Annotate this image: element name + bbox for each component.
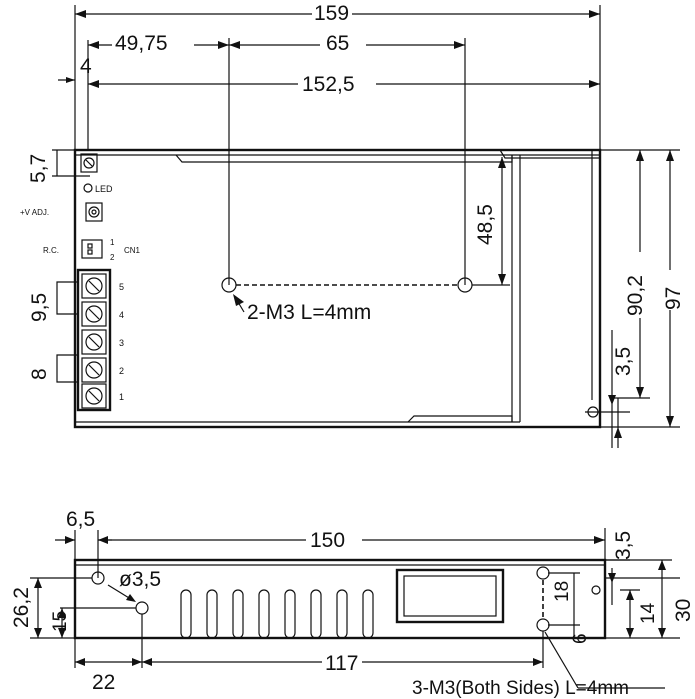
dim-hole-height-left: 15 — [50, 611, 71, 632]
terminal-number-5: 5 — [119, 282, 124, 292]
mount-hole-label: 2-M3 L=4mm — [247, 301, 371, 324]
top-view: 159 49,75 65 4 152,5 — [20, 2, 685, 448]
side-hole-bottom-left — [135, 601, 149, 615]
side-hole-bottom-right — [536, 618, 550, 632]
dim-top-offset-side: 3,5 — [612, 531, 635, 560]
dim-edge-offset: 4 — [80, 55, 92, 78]
cn-pin1: 1 — [110, 238, 115, 247]
side-hole-top-right — [536, 566, 550, 580]
dim-hole-spacing-v: 18 — [552, 581, 573, 602]
rc-connector — [81, 239, 103, 259]
side-window — [395, 568, 505, 624]
cn-label: CN1 — [124, 246, 141, 255]
rc-label: R.C. — [43, 246, 59, 255]
dim-bottom-offset: 22 — [92, 671, 115, 694]
terminal-screws — [81, 273, 107, 409]
dim-height-left: 26,2 — [10, 587, 33, 628]
dim-hole-vertical: 48,5 — [474, 204, 497, 245]
dim-overall-height: 97 — [662, 287, 685, 310]
dim-hole-distance: 117 — [325, 652, 358, 675]
dim-terminal-pitch-top: 9,5 — [28, 293, 51, 322]
dim-top-offset: 5,7 — [27, 154, 50, 183]
led-label: LED — [95, 184, 113, 194]
dim-lower-hole: 6 — [570, 633, 591, 644]
dim-hole-spacing: 65 — [326, 32, 349, 55]
dim-inner-height-side: 14 — [638, 602, 659, 624]
cn-pin2: 2 — [110, 253, 115, 262]
terminal-number-2: 2 — [119, 366, 124, 376]
dim-height: 30 — [672, 599, 695, 622]
side-hole-label: 3-M3(Both Sides) L=4mm — [412, 678, 629, 699]
top-body-outline — [73, 148, 602, 429]
vadj-potentiometer — [85, 202, 103, 222]
terminal-block — [76, 268, 112, 412]
terminal-number-1: 1 — [119, 392, 124, 402]
dim-inner-height: 90,2 — [624, 275, 647, 316]
terminal-number-3: 3 — [119, 338, 124, 348]
vadj-label: +V ADJ. — [20, 208, 49, 217]
dim-inner-length: 152,5 — [302, 73, 355, 96]
side-view: 6,5 150 3,5 — [10, 508, 695, 699]
dim-bottom-hole: 3,5 — [612, 347, 635, 376]
dim-terminal-pitch: 8 — [28, 368, 51, 380]
dim-hole-offset: 49,75 — [115, 32, 168, 55]
led-indicator — [83, 183, 93, 193]
vent-slots — [180, 589, 374, 639]
dim-hole-diameter: ø3,5 — [119, 568, 161, 591]
dim-overall-length: 159 — [314, 2, 349, 25]
dim-left-offset: 6,5 — [66, 508, 95, 531]
terminal-number-4: 4 — [119, 310, 124, 320]
dim-length: 150 — [310, 529, 345, 552]
